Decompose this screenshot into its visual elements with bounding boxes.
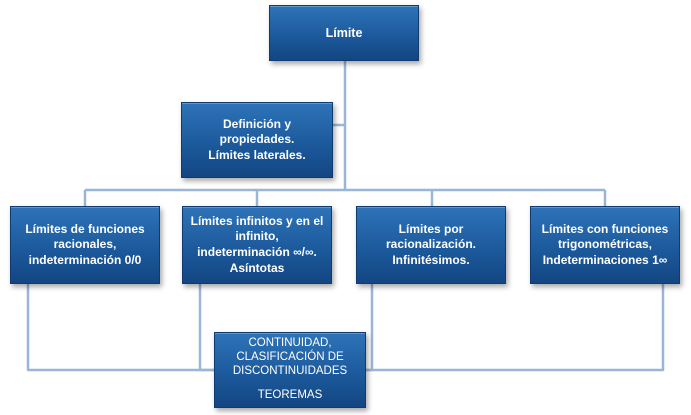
node-limites-trigonometricas: Límites con funciones trigonométricas, I… <box>530 206 680 284</box>
node-limites-racionales: Límites de funciones racionales, indeter… <box>10 206 160 284</box>
node-limite: Límite <box>269 5 419 61</box>
node-limites-infinitos-label: Límites infinitos y en el infinito, inde… <box>190 213 324 275</box>
node-limites-racionalizacion-label: Límites por racionalización. Infinitésim… <box>385 221 477 267</box>
node-limites-infinitos: Límites infinitos y en el infinito, inde… <box>182 206 332 284</box>
node-limite-label: Límite <box>325 25 363 40</box>
node-limites-trigonometricas-label: Límites con funciones trigonométricas, I… <box>541 221 669 267</box>
connector-branch-3-to-final <box>366 284 374 372</box>
node-definicion: Definición y propiedades. Límites latera… <box>181 102 333 178</box>
connector-branch-4-to-final <box>366 284 665 372</box>
node-definicion-label: Definición y propiedades. Límites latera… <box>208 116 306 162</box>
node-continuidad-sublabel: TEOREMAS <box>257 388 323 401</box>
connector-branch-2-to-final <box>198 284 214 372</box>
node-continuidad: CONTINUIDAD, CLASIFICACIÓN DE DISCONTINU… <box>214 332 366 408</box>
node-limites-racionalizacion: Límites por racionalización. Infinitésim… <box>356 206 506 284</box>
connector-branch-1-to-final <box>26 284 214 372</box>
node-limites-racionales-label: Límites de funciones racionales, indeter… <box>25 221 145 267</box>
node-continuidad-label: CONTINUIDAD, CLASIFICACIÓN DE DISCONTINU… <box>232 337 348 377</box>
